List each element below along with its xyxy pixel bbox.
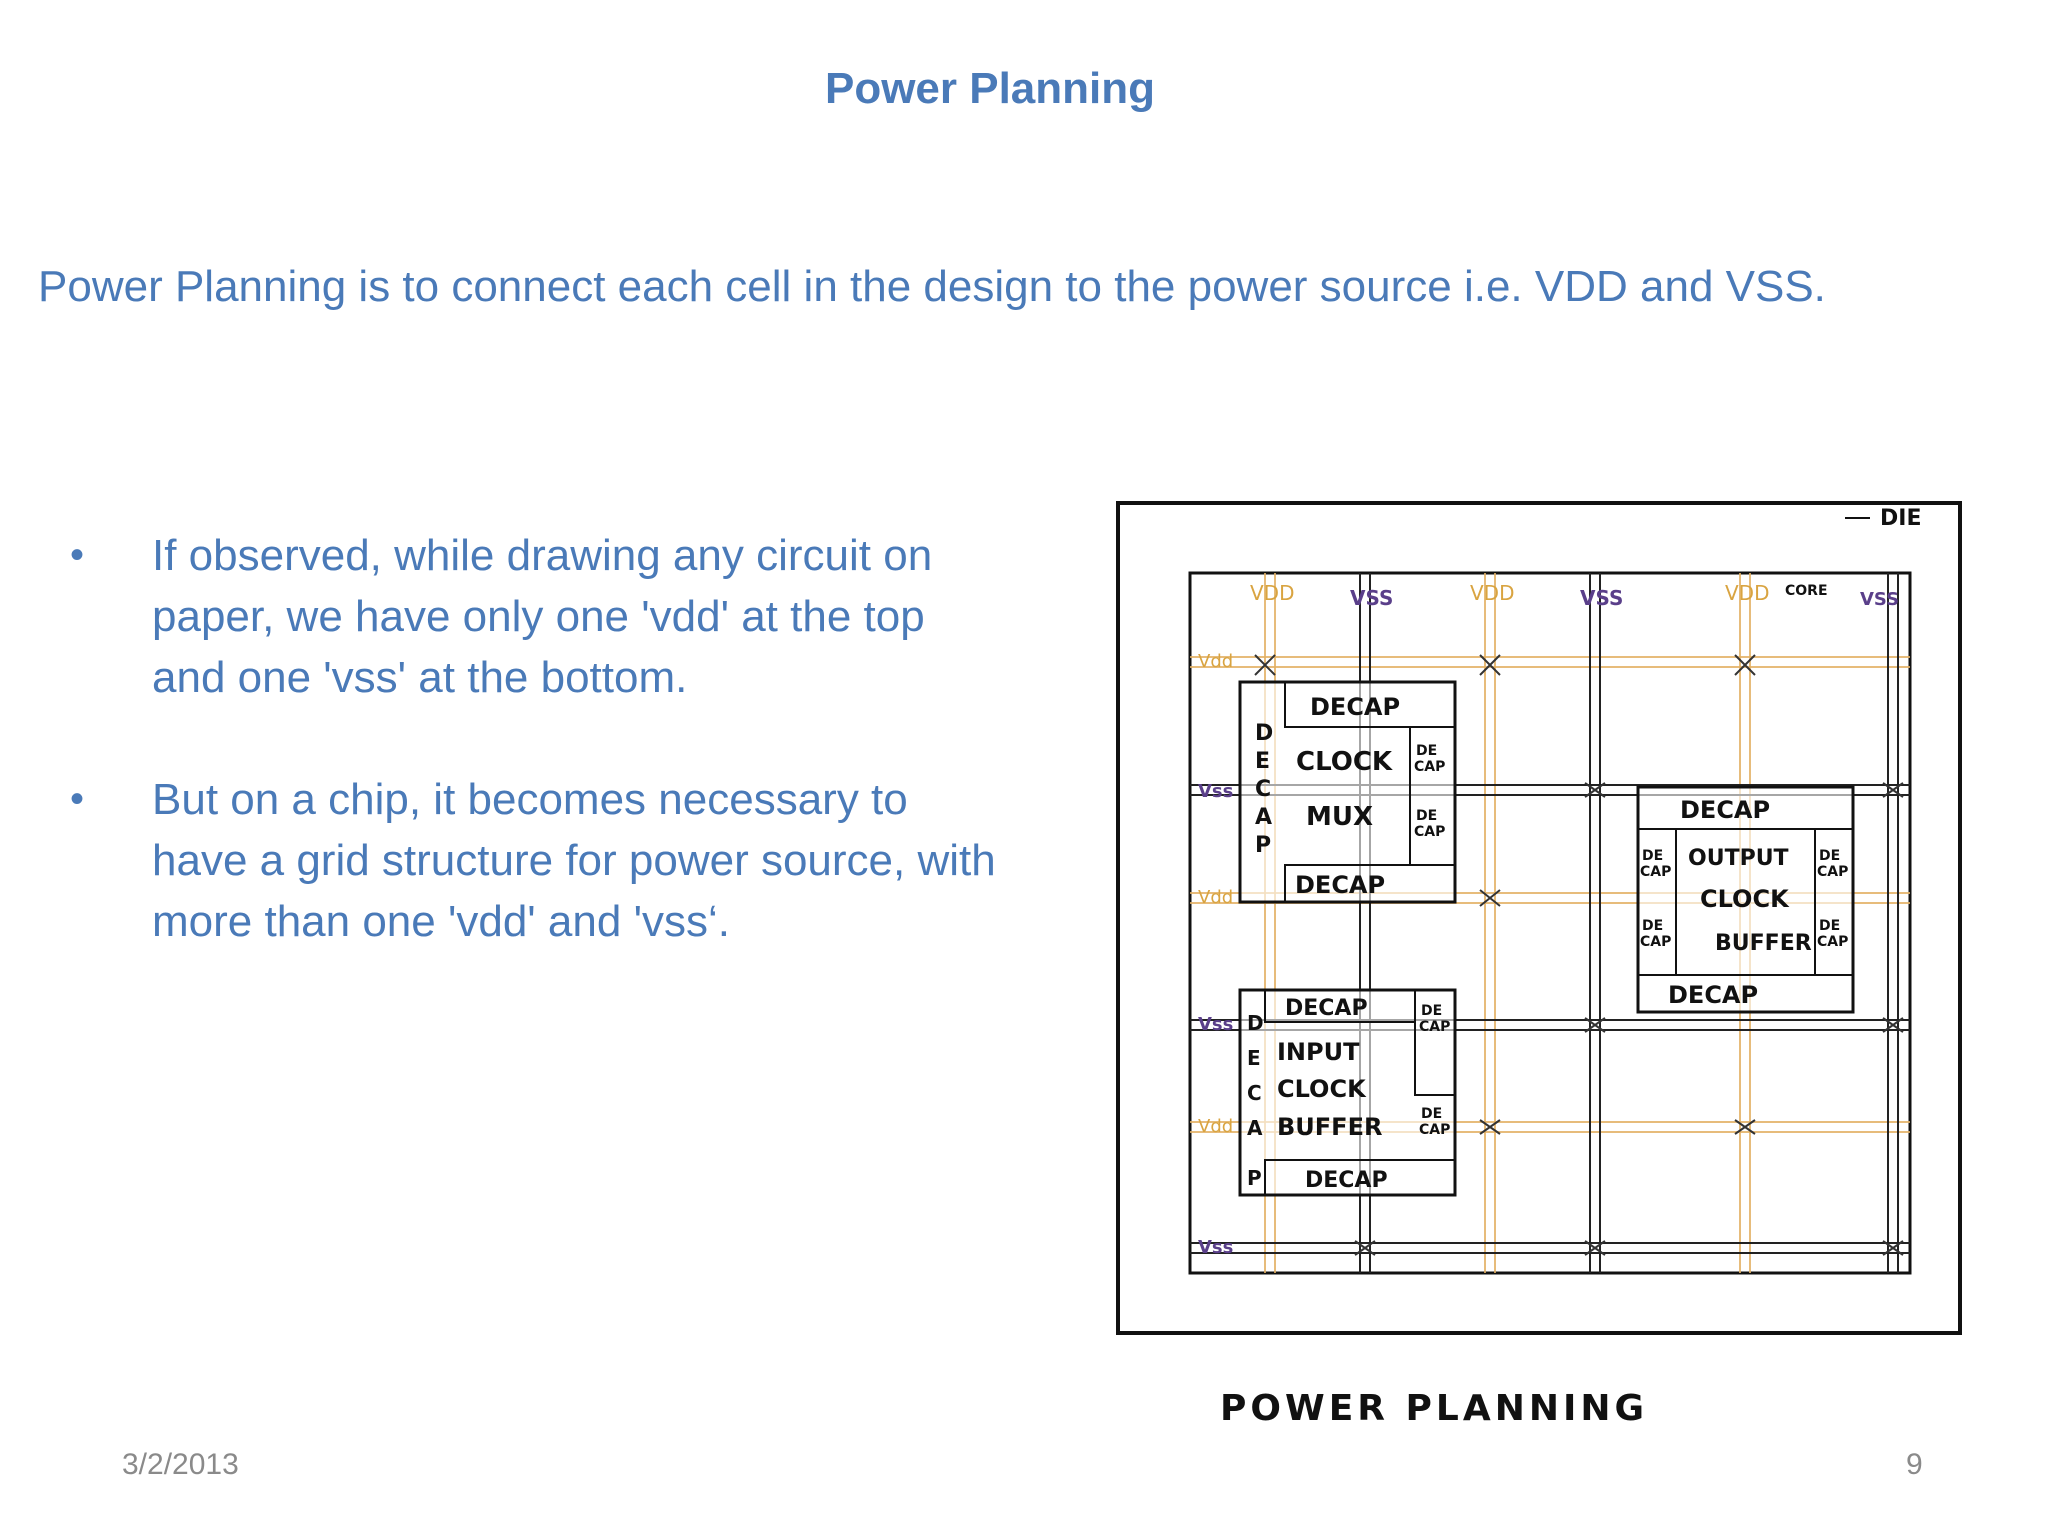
svg-text:C: C bbox=[1247, 1081, 1262, 1105]
svg-text:CAP: CAP bbox=[1640, 934, 1671, 950]
svg-text:DECAP: DECAP bbox=[1310, 693, 1400, 721]
svg-text:D: D bbox=[1255, 721, 1273, 746]
svg-text:E: E bbox=[1255, 749, 1270, 774]
block-output-clock-buffer: DECAP DECAP OUTPUT CLOCK BUFFER DE CAP D… bbox=[1636, 785, 1855, 1014]
svg-text:CAP: CAP bbox=[1817, 934, 1848, 950]
svg-text:DE: DE bbox=[1421, 1003, 1442, 1019]
core-outline bbox=[1188, 571, 1912, 1275]
svg-text:DECAP: DECAP bbox=[1305, 1168, 1388, 1193]
slide-date: 3/2/2013 bbox=[122, 1448, 239, 1481]
svg-text:A: A bbox=[1247, 1116, 1263, 1140]
vdd-row-label: Vdd bbox=[1198, 887, 1233, 908]
via-marks bbox=[1254, 654, 1904, 1256]
block-clock-mux: DECAP DECAP CLOCK MUX DE CAP DE CAP D E … bbox=[1238, 680, 1457, 904]
vdd-row-label: Vdd bbox=[1198, 1116, 1233, 1137]
svg-text:DE: DE bbox=[1421, 1106, 1442, 1122]
vdd-label: VDD bbox=[1250, 581, 1294, 605]
vdd-label: VDD bbox=[1470, 581, 1514, 605]
svg-text:A: A bbox=[1255, 805, 1272, 830]
svg-text:DECAP: DECAP bbox=[1295, 871, 1385, 899]
svg-text:DECAP: DECAP bbox=[1668, 981, 1758, 1009]
core-label: CORE bbox=[1785, 583, 1828, 599]
svg-text:CLOCK: CLOCK bbox=[1700, 885, 1790, 913]
bullet-marker: • bbox=[70, 777, 85, 821]
vss-row-label: Vss bbox=[1198, 1237, 1233, 1258]
bullet-text: If observed, while drawing any circuit o… bbox=[152, 531, 933, 702]
svg-text:CAP: CAP bbox=[1817, 864, 1848, 880]
svg-text:CAP: CAP bbox=[1640, 864, 1671, 880]
block-input-clock-buffer: DECAP DECAP INPUT CLOCK BUFFER DE CAP DE… bbox=[1238, 988, 1457, 1197]
svg-text:DE: DE bbox=[1642, 918, 1663, 934]
bullet-text: But on a chip, it becomes necessary to h… bbox=[152, 775, 996, 946]
vss-label: VSS bbox=[1580, 586, 1623, 610]
svg-text:P: P bbox=[1255, 833, 1271, 858]
die-label: DIE bbox=[1880, 506, 1921, 531]
vss-label: VSS bbox=[1860, 589, 1899, 610]
svg-text:DECAP: DECAP bbox=[1285, 996, 1368, 1021]
vss-row-label: Vss bbox=[1198, 1014, 1233, 1035]
svg-text:DE: DE bbox=[1416, 743, 1437, 759]
die-outline bbox=[1116, 501, 1962, 1335]
svg-text:INPUT: INPUT bbox=[1277, 1038, 1360, 1066]
svg-text:CAP: CAP bbox=[1419, 1122, 1450, 1138]
svg-text:CLOCK: CLOCK bbox=[1277, 1075, 1367, 1103]
svg-text:DE: DE bbox=[1819, 848, 1840, 864]
vdd-row-label: Vdd bbox=[1198, 651, 1233, 672]
page-number: 9 bbox=[1906, 1448, 1923, 1481]
svg-text:CAP: CAP bbox=[1414, 759, 1445, 775]
svg-text:CLOCK: CLOCK bbox=[1296, 747, 1393, 777]
svg-text:CAP: CAP bbox=[1414, 824, 1445, 840]
svg-text:E: E bbox=[1247, 1046, 1261, 1070]
figure-caption: POWER PLANNING bbox=[1220, 1388, 1648, 1425]
svg-text:DE: DE bbox=[1416, 808, 1437, 824]
bullet-item: • But on a chip, it becomes necessary to… bbox=[70, 769, 1010, 952]
svg-text:P: P bbox=[1247, 1166, 1262, 1190]
bullet-marker: • bbox=[70, 533, 85, 577]
svg-text:MUX: MUX bbox=[1306, 802, 1373, 832]
bullet-list: • If observed, while drawing any circuit… bbox=[70, 525, 1010, 1013]
svg-text:DECAP: DECAP bbox=[1680, 796, 1770, 824]
svg-text:DE: DE bbox=[1819, 918, 1840, 934]
svg-text:CAP: CAP bbox=[1419, 1019, 1450, 1035]
vdd-label: VDD bbox=[1725, 581, 1769, 605]
svg-text:C: C bbox=[1255, 777, 1271, 802]
bullet-item: • If observed, while drawing any circuit… bbox=[70, 525, 1010, 708]
svg-text:BUFFER: BUFFER bbox=[1277, 1113, 1382, 1141]
svg-text:OUTPUT: OUTPUT bbox=[1688, 846, 1789, 871]
power-planning-sketch: DIE CORE bbox=[1116, 501, 1962, 1425]
vss-row-label: Vss bbox=[1198, 781, 1233, 802]
intro-text: Power Planning is to connect each cell i… bbox=[38, 262, 1826, 311]
slide-title: Power Planning bbox=[824, 64, 1156, 113]
svg-text:D: D bbox=[1247, 1011, 1264, 1035]
vss-label: VSS bbox=[1350, 586, 1393, 610]
svg-text:BUFFER: BUFFER bbox=[1715, 931, 1812, 956]
svg-text:DE: DE bbox=[1642, 848, 1663, 864]
